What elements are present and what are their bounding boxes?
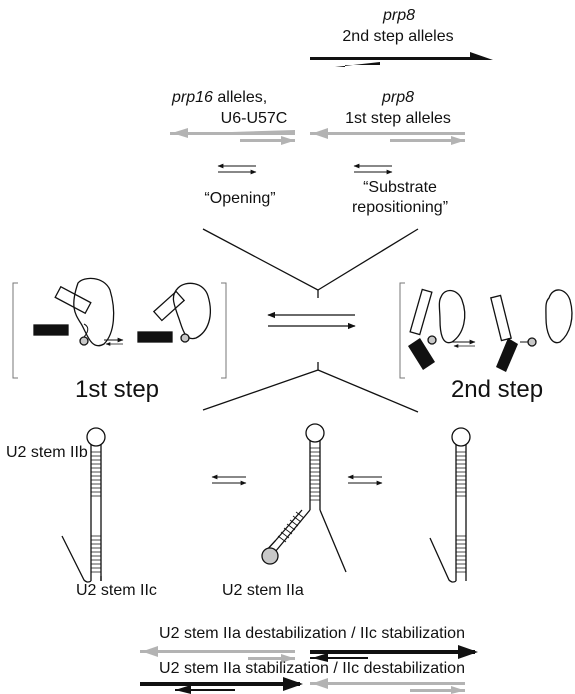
- substrate-label-line2: repositioning”: [352, 200, 448, 216]
- second-step-inner-arrow: [452, 342, 475, 346]
- stem-equilibrium-arrows-right: [348, 477, 382, 483]
- first-step-state-a: [34, 278, 114, 345]
- top-funnel-lines: [203, 229, 418, 298]
- opening-small-arrows: [218, 166, 256, 172]
- first-step-label: 1st step: [75, 378, 159, 402]
- stem-iib-rungs-middle: [310, 448, 320, 500]
- prp8-1st-step-gene: prp8: [382, 90, 414, 106]
- stem-equilibrium-arrows-left: [212, 477, 246, 483]
- substrate-label-line1: “Substrate: [363, 180, 437, 196]
- prp16-equilibrium-arrows: [170, 128, 295, 145]
- prp8-1st-step-label: 1st step alleles: [345, 111, 451, 127]
- second-step-state-a: [408, 289, 465, 370]
- repositioning-small-arrows: [354, 166, 392, 172]
- stem-iic-rungs-right: [456, 536, 466, 572]
- u2-stem-loop-right: [430, 428, 470, 582]
- prp16-alleles-text: alleles,: [213, 89, 267, 106]
- u2-stem-loop-middle: [262, 424, 346, 572]
- second-step-brackets: [400, 283, 405, 378]
- central-equilibrium-arrows: [268, 315, 355, 326]
- u2-stem-iia-label: U2 stem IIa: [222, 583, 304, 599]
- prp8-1st-step-equilibrium-arrows: [310, 128, 465, 145]
- bottom-label-line2: U2 stem IIa stabilization / IIc destabil…: [159, 661, 465, 677]
- opening-label: “Opening”: [204, 191, 275, 207]
- bottom-funnel-lines: [203, 362, 418, 412]
- prp16-gene: prp16: [172, 89, 213, 106]
- stem-iib-rungs: [91, 452, 101, 496]
- stem-iib-rungs-right: [456, 452, 466, 496]
- prp16-alleles-label: prp16 alleles,: [172, 90, 267, 106]
- bottom-arrows-row2: [140, 677, 465, 694]
- u2-stem-iic-label: U2 stem IIc: [76, 583, 157, 599]
- prp8-2nd-step-equilibrium-arrows: [310, 52, 493, 67]
- bottom-label-line1: U2 stem IIa destabilization / IIc stabil…: [159, 626, 465, 642]
- first-step-state-b: [138, 283, 210, 342]
- u6-u57c-label: U6-U57C: [221, 111, 288, 127]
- prp8-2nd-step-gene: prp8: [383, 8, 415, 24]
- prp8-2nd-step-label: 2nd step alleles: [342, 29, 453, 45]
- stem-iic-rungs: [91, 536, 101, 572]
- second-step-label: 2nd step: [451, 378, 543, 402]
- stem-iia-rungs: [278, 512, 304, 542]
- u2-stem-iib-label: U2 stem IIb: [6, 445, 88, 461]
- second-step-state-b: [491, 290, 572, 372]
